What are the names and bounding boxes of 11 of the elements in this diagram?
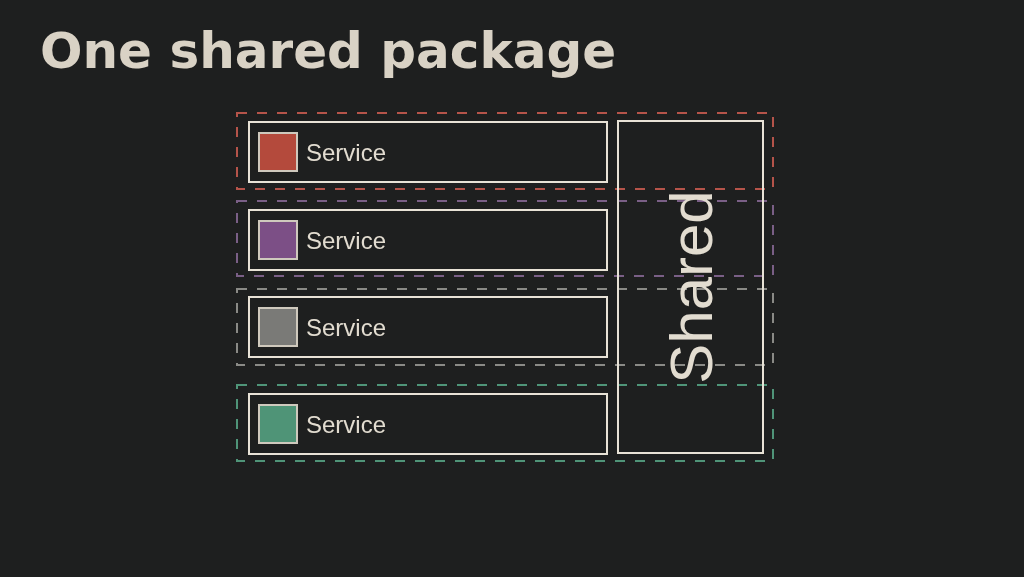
service-box [248,393,608,455]
service-box [248,296,608,358]
shared-box [617,120,764,454]
service-box [248,121,608,183]
service-label: Service [306,411,387,439]
service-label: Service [306,314,387,342]
slide-title: One shared package [40,22,617,80]
shared-label: Shared [656,190,725,384]
service-box [248,209,608,271]
service-label: Service [306,139,387,167]
service-label: Service [306,227,387,255]
